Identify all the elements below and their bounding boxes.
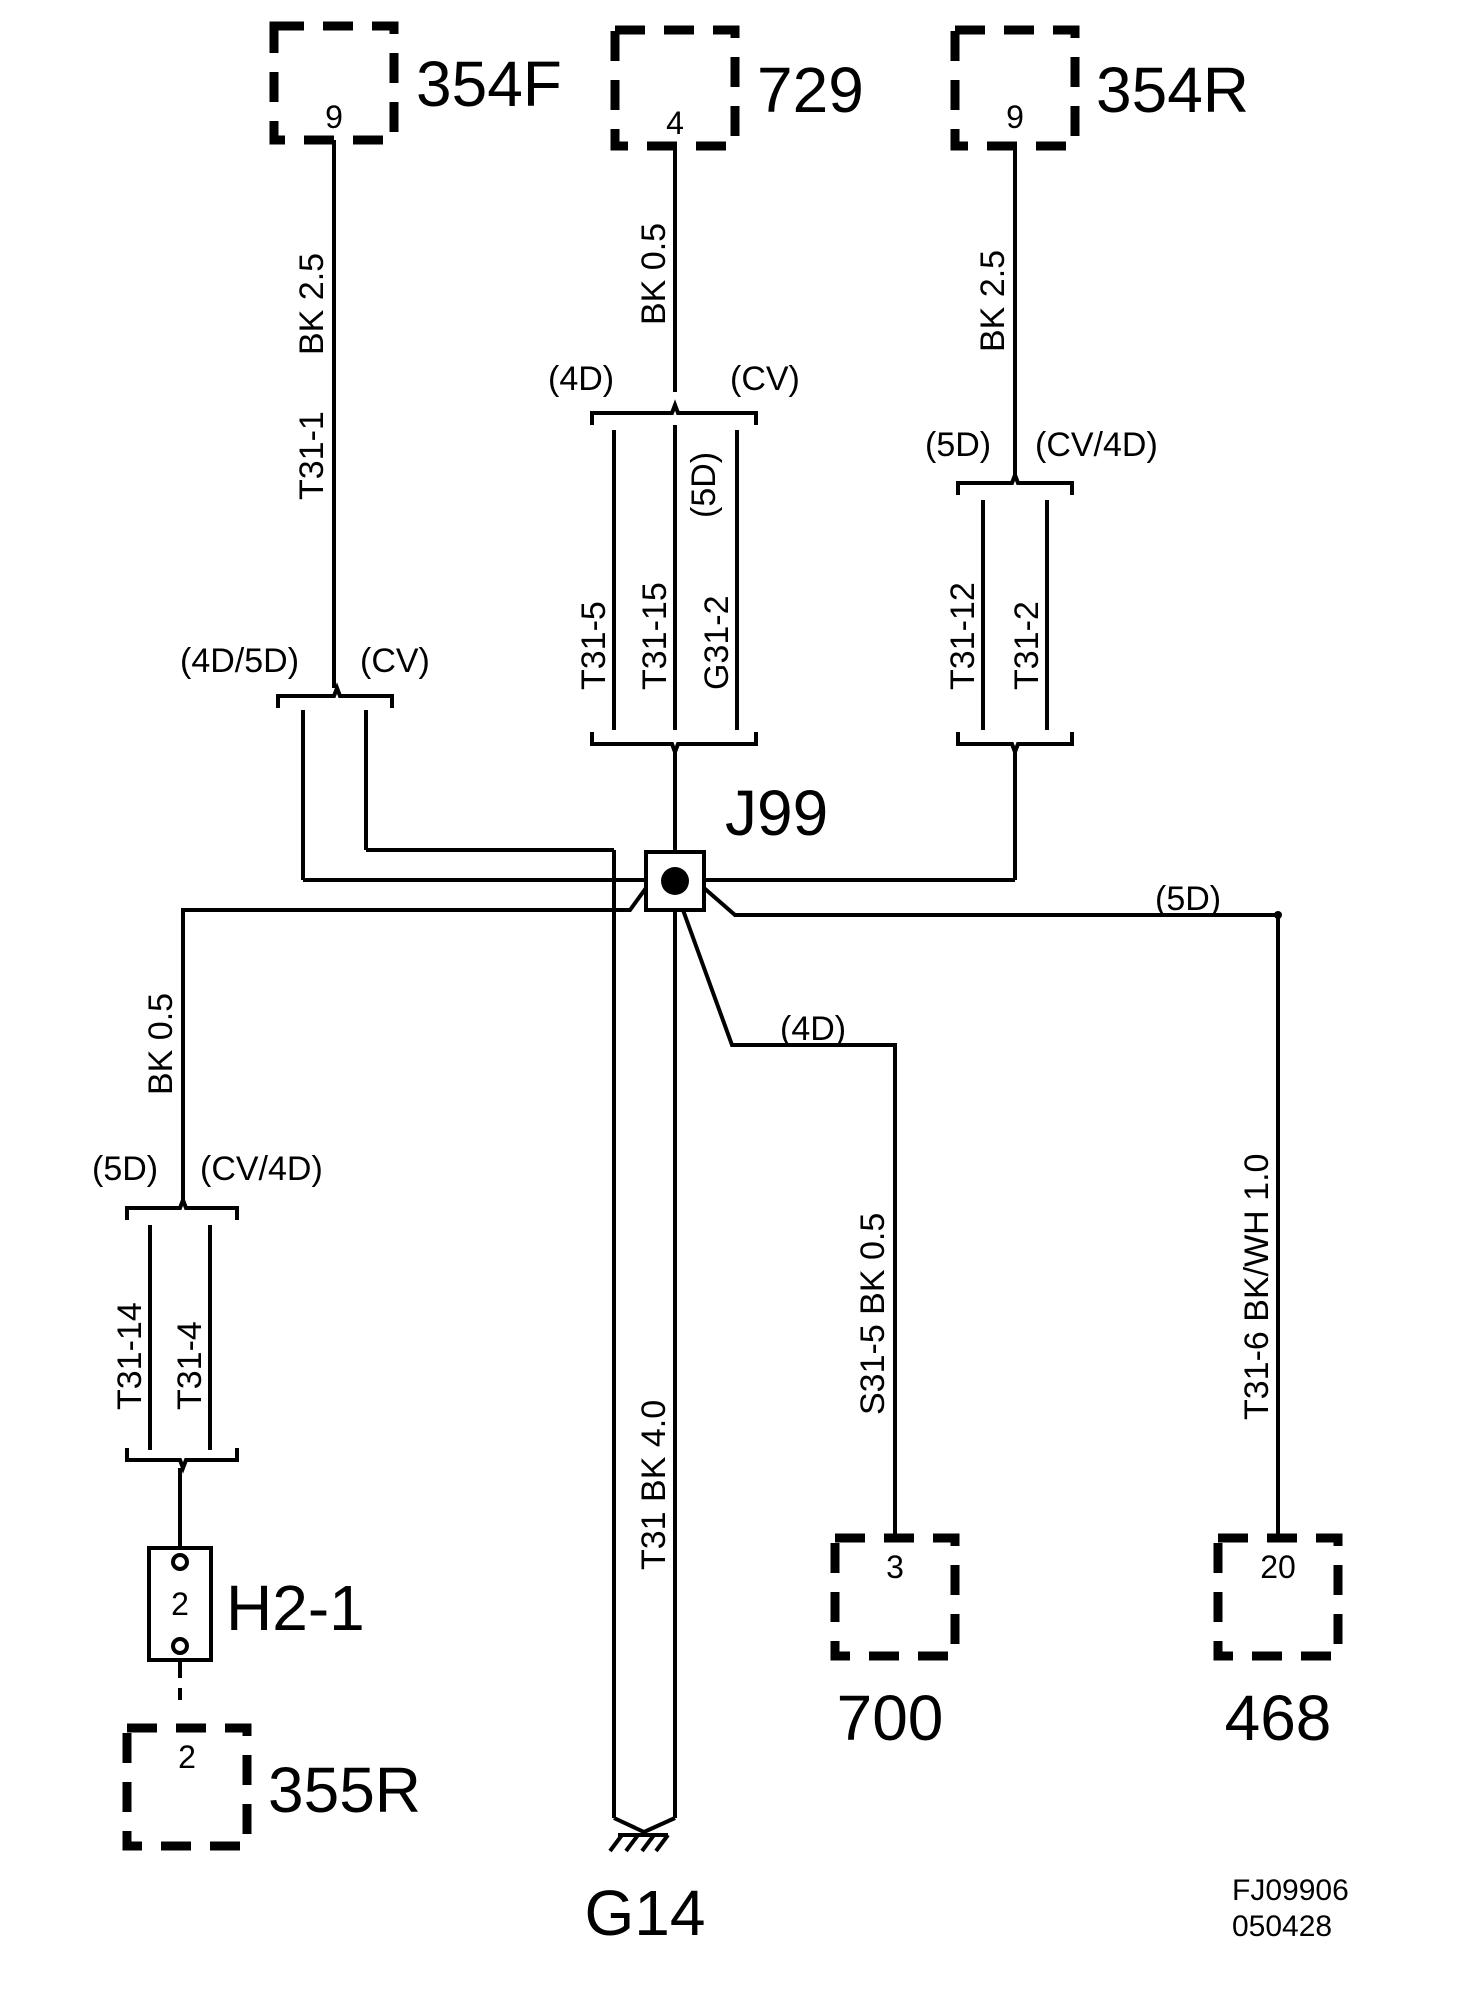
wire-H2-1-brace-left: (5D) [92, 1150, 158, 1188]
wire-G14: T31 BK 4.0 G14 [585, 910, 706, 1949]
wire-700-label: S31-5 BK 0.5 [854, 1213, 892, 1415]
diagram-reference: FJ09906 050428 [1232, 1874, 1349, 1943]
component-354F-pin: 9 [325, 99, 343, 135]
wire-354R-brace-bottom [956, 732, 1074, 758]
connector-H2-1: 2 H2-1 [147, 1546, 365, 1700]
wire-H2-1-color-size: BK 0.5 [142, 993, 180, 1095]
component-729: 4 729 [610, 25, 864, 151]
wire-468-label: T31-6 BK/WH 1.0 [1238, 1154, 1276, 1420]
component-468: 20 468 [1213, 1533, 1343, 1754]
wire-729-branch-c: G31-2 [698, 596, 736, 691]
connector-H2-1-pin: 2 [171, 1586, 189, 1622]
component-468-label: 468 [1225, 1682, 1332, 1754]
component-700: 3 700 [830, 1533, 960, 1754]
component-729-pin: 4 [666, 105, 684, 141]
component-468-pin: 20 [1260, 1549, 1296, 1585]
wire-354F-color-size: BK 2.5 [293, 253, 331, 355]
diagram-date-code: 050428 [1232, 1910, 1332, 1943]
component-354R-label: 354R [1096, 54, 1249, 126]
component-354F-label: 354F [416, 48, 562, 120]
component-355R-box [122, 1723, 252, 1851]
component-354R-pin: 9 [1006, 99, 1024, 135]
component-354R: 9 354R [950, 25, 1249, 151]
splice-J99-label: J99 [725, 777, 828, 849]
wire-354F-brace-right: (CV) [360, 642, 430, 680]
component-355R: 2 355R [122, 1723, 421, 1851]
wire-729-brace-bottom [590, 732, 758, 758]
connector-H2-1-body [147, 1546, 213, 1662]
wire-354R-brace-right: (CV/4D) [1035, 426, 1158, 464]
wire-700: (4D) S31-5 BK 0.5 [681, 909, 897, 1538]
wire-729-branch-c-variant: (5D) [685, 452, 723, 518]
wire-354R-branch-b: T31-2 [1008, 601, 1046, 690]
component-355R-label: 355R [268, 1754, 421, 1826]
component-355R-pin: 2 [178, 1739, 196, 1775]
component-354F: 9 354F [269, 21, 562, 145]
component-700-label: 700 [837, 1682, 944, 1754]
ground-symbol [608, 1816, 676, 1853]
wire-H2-1: BK 0.5 (5D) (CV/4D) T31-14 T31-4 [92, 886, 648, 1548]
component-468-box [1213, 1533, 1343, 1661]
wire-H2-1-brace-top [125, 1194, 239, 1220]
wire-468-variant: (5D) [1155, 880, 1221, 918]
wire-354R-brace-left: (5D) [925, 426, 991, 464]
splice-J99-dot [661, 867, 689, 895]
wire-468: (5D) T31-6 BK/WH 1.0 [702, 880, 1282, 1538]
wire-354F-circuit: T31-1 [293, 411, 331, 500]
splice-J99: J99 [644, 777, 828, 912]
diagram-ref-code: FJ09906 [1232, 1874, 1349, 1907]
connector-H2-1-label: H2-1 [226, 1572, 365, 1644]
wire-729-brace-left: (4D) [548, 360, 614, 398]
wire-729: BK 0.5 (4D) (CV) T31-5 T31-15 G31-2 (5D) [548, 146, 800, 852]
wire-H2-1-branch-b: T31-4 [171, 1321, 209, 1410]
wire-H2-1-brace-right: (CV/4D) [200, 1150, 323, 1188]
wire-354F-brace [276, 682, 394, 708]
wire-354R-color-size: BK 2.5 [974, 250, 1012, 352]
wire-729-brace-right: (CV) [730, 360, 800, 398]
wire-729-brace-top [590, 399, 758, 425]
wire-354F: BK 2.5 T31-1 (4D/5D) (CV) [180, 140, 668, 1818]
wire-729-branch-b: T31-15 [636, 582, 674, 690]
wire-729-branch-a: T31-5 [575, 601, 613, 690]
ground-G14-label: G14 [585, 1877, 706, 1949]
wire-354F-brace-left: (4D/5D) [180, 642, 299, 680]
wire-354R-brace-top [956, 469, 1074, 495]
wire-H2-1-brace-bottom [125, 1448, 239, 1474]
wire-354R: BK 2.5 (5D) (CV/4D) T31-12 T31-2 [700, 146, 1158, 882]
component-729-label: 729 [757, 54, 864, 126]
wire-H2-1-branch-a: T31-14 [111, 1302, 149, 1410]
wire-G14-label: T31 BK 4.0 [635, 1400, 673, 1570]
wire-354R-branch-a: T31-12 [944, 582, 982, 690]
component-700-box [830, 1533, 960, 1661]
wire-729-color-size: BK 0.5 [635, 223, 673, 325]
wire-700-variant: (4D) [780, 1010, 846, 1048]
component-700-pin: 3 [886, 1549, 904, 1585]
